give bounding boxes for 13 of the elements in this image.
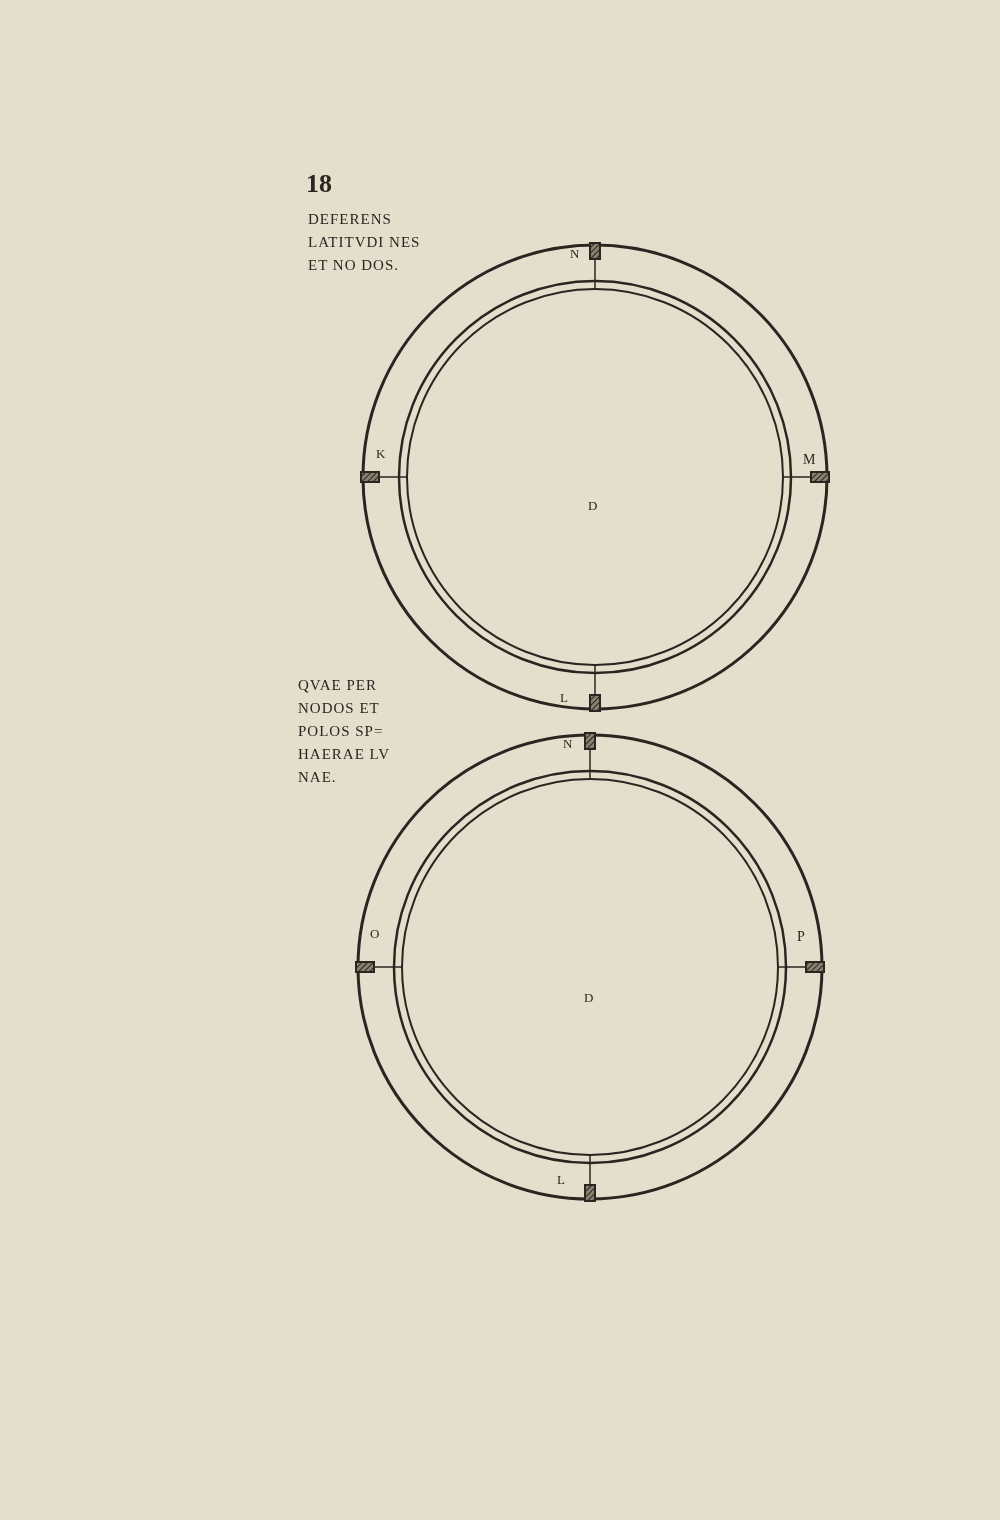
point-letter: K	[376, 445, 386, 463]
caption-text: QVAE PER NODOS ET POLOS SP= HAERAE LV NAE.	[298, 676, 391, 787]
point-letter: L	[557, 1171, 565, 1189]
point-letter: L	[560, 689, 568, 707]
point-letter: M	[803, 451, 816, 469]
point-letter: D	[584, 989, 594, 1007]
point-letter: N	[570, 245, 580, 263]
caption-text: DEFERENS LATITVDI NES ET NO DOS.	[308, 210, 422, 275]
point-letter: D	[588, 497, 598, 515]
point-letter: O	[370, 925, 380, 943]
point-letter: P	[797, 928, 805, 946]
page-number: 18	[306, 168, 332, 200]
point-letter: N	[563, 735, 573, 753]
